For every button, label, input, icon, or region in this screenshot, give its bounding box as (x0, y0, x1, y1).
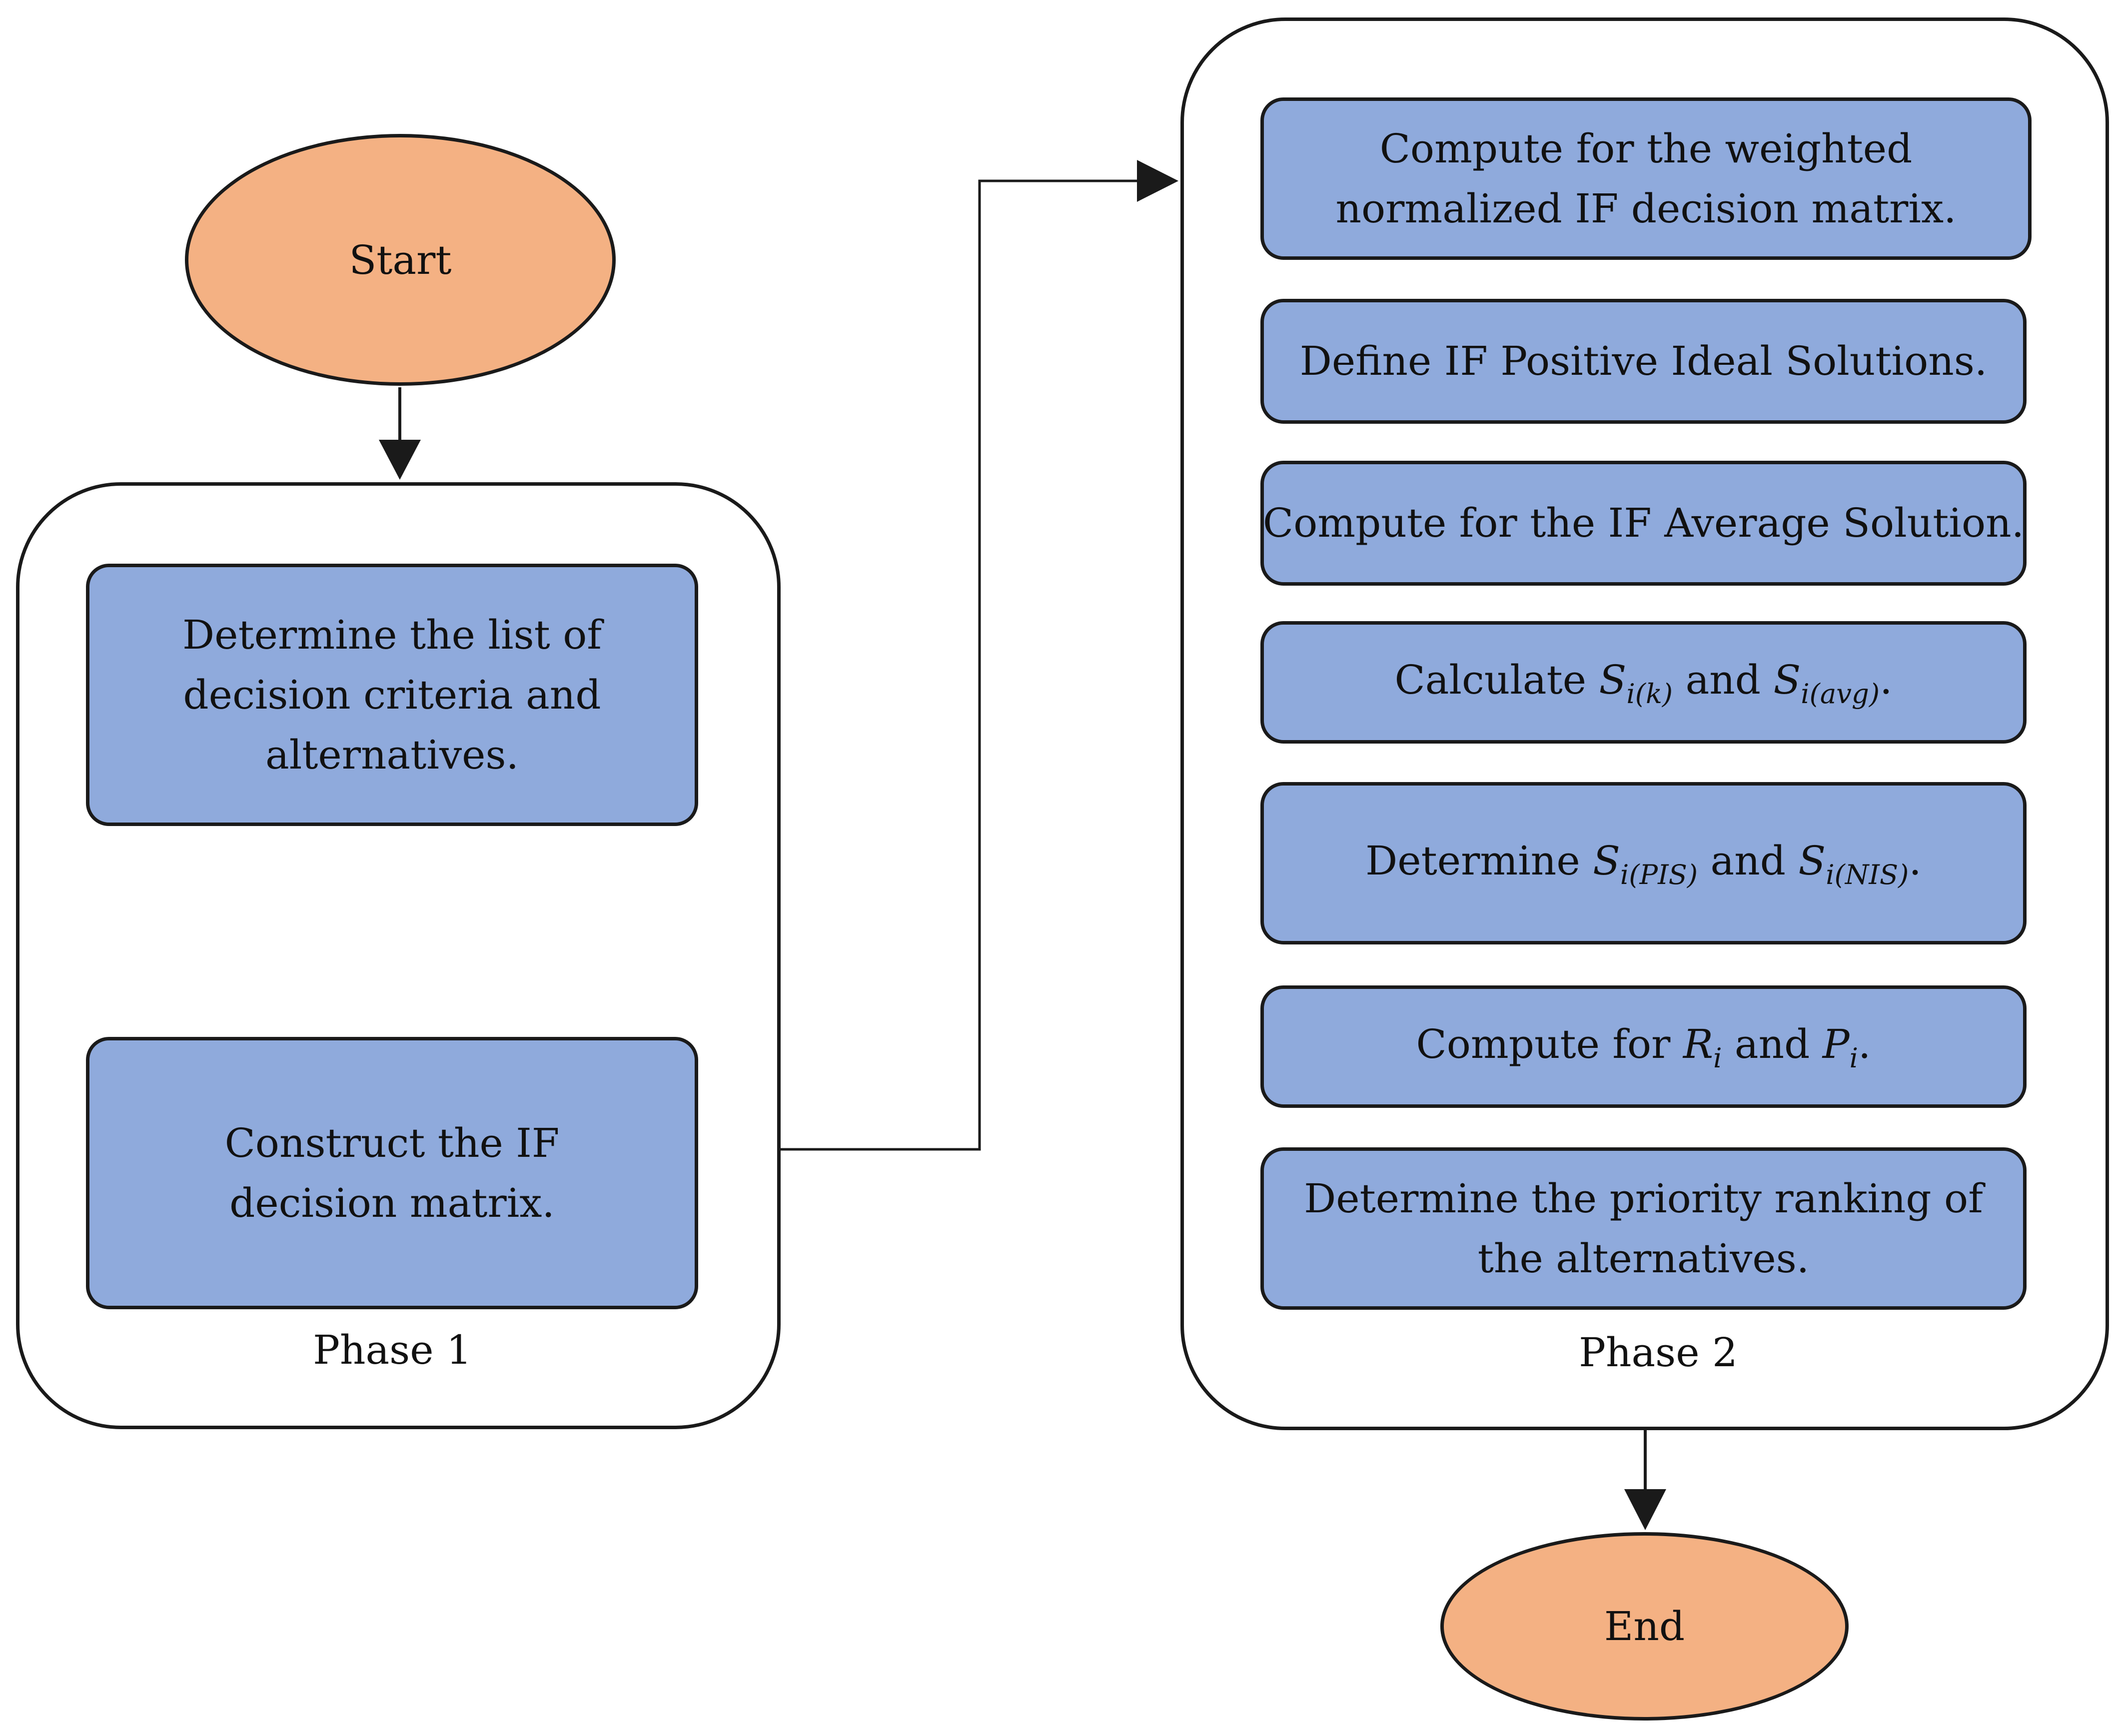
phase2-step-1: Compute for the weighted normalized IF d… (1260, 97, 2032, 260)
phase1-label: Phase 1 (313, 1327, 472, 1373)
phase2-step-6-text: Compute for Ri and Pi. (1416, 1021, 1871, 1074)
phase2-step-1-text: Compute for the weighted normalized IF d… (1335, 125, 1957, 232)
end-node: End (1440, 1532, 1849, 1721)
start-label: Start (349, 236, 452, 283)
phase2-step-3-text: Compute for the IF Average Solution. (1262, 500, 2025, 546)
start-node: Start (185, 134, 616, 386)
phase2-step-5-text: Determine Si(PIS) and Si(NIS). (1365, 838, 1922, 891)
arrowhead-start-to-phase1 (379, 440, 421, 480)
phase2-step-7: Determine the priority ranking of the al… (1260, 1147, 2027, 1310)
phase2-step-2-text: Define IF Positive Ideal Solutions. (1299, 338, 1988, 384)
phase1-step-2: Construct the IF decision matrix. (86, 1037, 698, 1309)
phase2-step-5: Determine Si(PIS) and Si(NIS). (1260, 782, 2027, 944)
phase2-step-3: Compute for the IF Average Solution. (1260, 461, 2027, 586)
phase1-step-2-text: Construct the IF decision matrix. (224, 1119, 560, 1226)
phase2-step-6: Compute for Ri and Pi. (1260, 985, 2027, 1108)
phase2-label: Phase 2 (1579, 1329, 1738, 1376)
phase1-step-1: Determine the list of decision criteria … (86, 564, 698, 826)
arrow-phase1-to-phase2 (781, 179, 1144, 1151)
arrowhead-phase2-to-end (1624, 1489, 1666, 1530)
phase2-step-4: Calculate Si(k) and Si(avg). (1260, 621, 2027, 744)
phase1-step-1-text: Determine the list of decision criteria … (182, 611, 602, 778)
phase2-step-7-text: Determine the priority ranking of the al… (1304, 1175, 1983, 1282)
arrowhead-phase1-to-phase2 (1137, 160, 1178, 202)
phase2-step-4-text: Calculate Si(k) and Si(avg). (1394, 657, 1893, 710)
phase2-step-2: Define IF Positive Ideal Solutions. (1260, 299, 2027, 424)
end-label: End (1604, 1603, 1685, 1650)
